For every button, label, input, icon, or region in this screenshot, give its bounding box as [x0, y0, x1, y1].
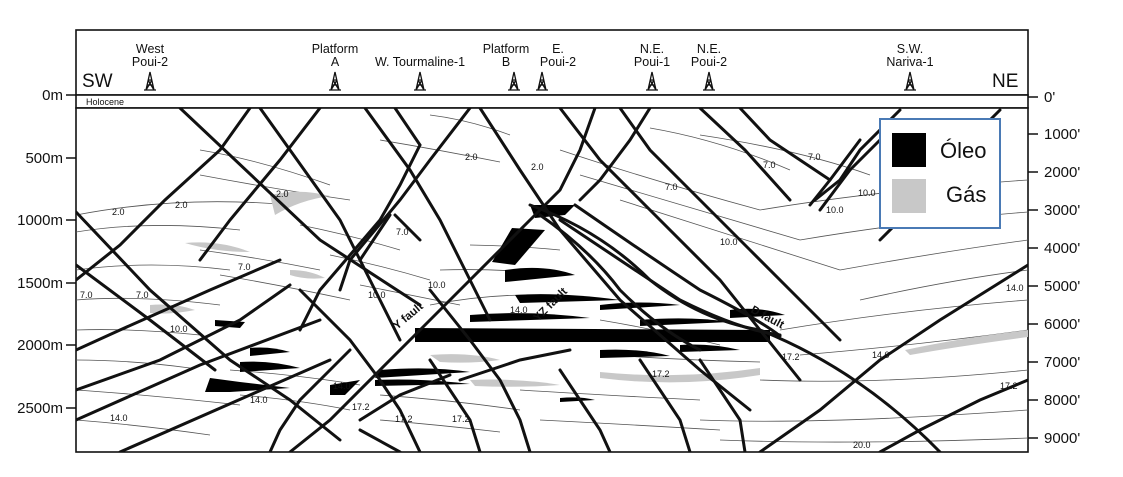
depth-tick-label: 1000m: [17, 212, 63, 229]
depth-tick-label: 500m: [25, 150, 63, 167]
derrick-icon: [904, 72, 916, 90]
depth-tick-label: 0': [1044, 89, 1055, 106]
depth-tick-label: 4000': [1044, 240, 1080, 257]
depth-tick-label: 2500m: [17, 400, 63, 417]
age-label: 14.0: [1006, 283, 1024, 293]
well-label: Poui-2: [540, 55, 576, 69]
depth-axis-right: 0' 1000' 2000' 3000' 4000' 5000' 6000' 7…: [1028, 89, 1080, 447]
well-label: Platform: [483, 42, 530, 56]
well-label: Poui-2: [132, 55, 168, 69]
age-label: 10.0: [170, 324, 188, 334]
legend-oil-swatch: [892, 133, 926, 167]
age-label: 14.0: [250, 395, 268, 405]
well-label: W. Tourmaline-1: [375, 55, 465, 69]
age-label: 2.0: [276, 189, 289, 199]
age-label: 10.0: [858, 188, 876, 198]
well-label: E.: [552, 42, 564, 56]
age-label: 14.0: [872, 350, 890, 360]
depth-tick-label: 0m: [42, 87, 63, 104]
age-label: 7.0: [136, 290, 149, 300]
age-label: 17.2: [782, 352, 800, 362]
age-label: 7.0: [238, 262, 251, 272]
age-label: 17.2: [395, 414, 413, 424]
legend-gas-label: Gás: [946, 182, 986, 207]
well-label: Poui-1: [634, 55, 670, 69]
age-label: 14.0: [510, 305, 528, 315]
age-label: 10.0: [368, 290, 386, 300]
age-label: 2.0: [112, 207, 125, 217]
depth-tick-label: 1000': [1044, 126, 1080, 143]
age-label: 7.0: [763, 160, 776, 170]
well-label: B: [502, 55, 510, 69]
age-label: 10.0: [720, 237, 738, 247]
depth-tick-label: 6000': [1044, 316, 1080, 333]
well-label: West: [136, 42, 165, 56]
direction-ne: NE: [992, 71, 1018, 92]
depth-tick-label: 2000': [1044, 164, 1080, 181]
legend-gas-swatch: [892, 179, 926, 213]
well-label: Nariva-1: [886, 55, 933, 69]
age-label: 17.2: [1000, 381, 1018, 391]
well-label: Platform: [312, 42, 359, 56]
depth-tick-label: 2000m: [17, 337, 63, 354]
holocene-label: Holocene: [86, 97, 124, 107]
age-label: 10.0: [826, 205, 844, 215]
age-label: 14.0: [333, 381, 351, 391]
age-label: 7.0: [80, 290, 93, 300]
legend: Óleo Gás: [880, 119, 1000, 228]
age-label: 7.0: [396, 227, 409, 237]
well-label: N.E.: [697, 42, 721, 56]
direction-sw: SW: [82, 71, 113, 92]
derrick-icon: [144, 72, 156, 90]
derrick-icon: [329, 72, 341, 90]
age-label: 17.2: [352, 402, 370, 412]
well-label: S.W.: [897, 42, 923, 56]
derrick-icon: [414, 72, 426, 90]
derrick-icon: [536, 72, 548, 90]
depth-tick-label: 8000': [1044, 392, 1080, 409]
age-label: 2.0: [531, 162, 544, 172]
age-label: 14.0: [110, 413, 128, 423]
legend-oil-label: Óleo: [940, 138, 986, 163]
depth-tick-label: 5000': [1044, 278, 1080, 295]
derrick-icon: [646, 72, 658, 90]
well-label: N.E.: [640, 42, 664, 56]
age-label: 2.0: [175, 200, 188, 210]
depth-axis-left: 0m 500m 1000m 1500m 2000m 2500m: [17, 87, 76, 417]
derrick-icon: [703, 72, 715, 90]
age-label: 20.0: [853, 440, 871, 450]
holocene-band: Holocene: [76, 95, 1028, 108]
depth-tick-label: 3000': [1044, 202, 1080, 219]
derrick-icon: [508, 72, 520, 90]
depth-tick-label: 7000': [1044, 354, 1080, 371]
well-label: Poui-2: [691, 55, 727, 69]
age-label: 10.0: [428, 280, 446, 290]
age-label: 17.2: [452, 414, 470, 424]
age-label: 7.0: [665, 182, 678, 192]
well-label: A: [331, 55, 340, 69]
depth-tick-label: 1500m: [17, 275, 63, 292]
well-header: SW NE West Poui-2 Platform A W. Tourmali…: [76, 30, 1028, 95]
depth-tick-label: 9000': [1044, 430, 1080, 447]
age-label: 7.0: [808, 152, 821, 162]
age-label: 2.0: [465, 152, 478, 162]
age-label: 17.2: [652, 369, 670, 379]
